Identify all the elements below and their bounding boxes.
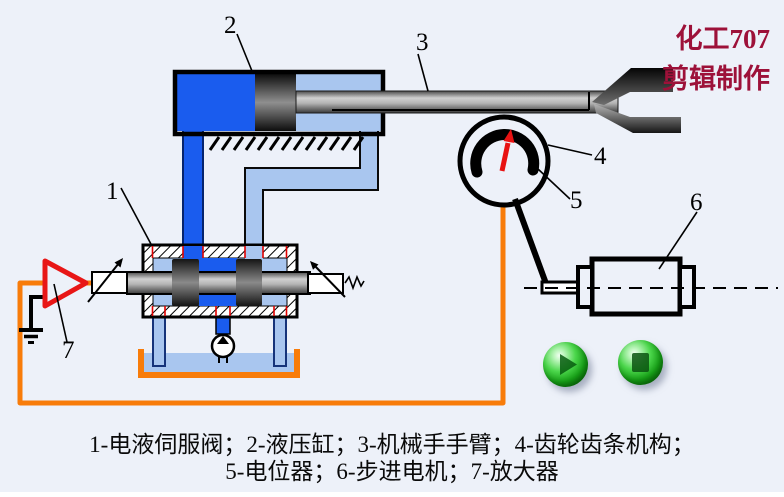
stop-icon (632, 353, 649, 372)
callout-6: 6 (690, 189, 703, 216)
watermark-line1: 化工707 (675, 24, 771, 54)
stop-button[interactable] (618, 340, 663, 385)
dial-needle (499, 142, 511, 172)
watermark-line2: 剪辑制作 (662, 64, 770, 94)
gear-potentiometer-dial (457, 114, 551, 208)
valve-spool (126, 271, 311, 295)
callout-3: 3 (416, 29, 429, 56)
amplifier (42, 258, 89, 309)
piston (255, 74, 296, 131)
ground-hatching (208, 136, 365, 151)
motor-link-lever (512, 197, 551, 291)
legend-caption: 1-电液伺服阀；2-液压缸；3-机械手手臂；4-齿轮齿条机构； 5-电位器；6-… (0, 431, 784, 485)
legend-line2: 5-电位器；6-步进电机；7-放大器 (225, 459, 559, 484)
play-button[interactable] (543, 342, 588, 387)
solenoid-left (87, 258, 128, 303)
ground-symbol (19, 295, 48, 344)
manipulator-arm (295, 90, 619, 114)
solenoid-right (307, 261, 365, 298)
dial-arc (470, 129, 540, 178)
callout-4: 4 (594, 143, 607, 170)
hydraulic-cylinder (172, 69, 386, 137)
spring-symbol (344, 274, 365, 291)
stepper-motor (524, 256, 778, 317)
legend-line1: 1-电液伺服阀；2-液压缸；3-机械手手臂；4-齿轮齿条机构； (89, 432, 695, 457)
callout-numbers: 1 2 3 4 5 6 7 (62, 12, 703, 364)
bottom-margin (0, 492, 784, 497)
callout-7: 7 (62, 337, 75, 364)
callout-lines (53, 33, 698, 343)
gripper (592, 68, 681, 133)
callout-2: 2 (224, 12, 237, 39)
play-icon (560, 354, 577, 375)
return-lines (152, 313, 287, 367)
spool-land-left (172, 259, 199, 306)
port-seal-marks (151, 246, 288, 316)
callout-5: 5 (570, 187, 583, 214)
callout-1: 1 (106, 178, 119, 205)
pump-symbol (210, 333, 236, 363)
servo-valve (126, 243, 311, 319)
watermark: 化工707 剪辑制作 (662, 19, 770, 99)
spool-land-right (236, 259, 262, 306)
